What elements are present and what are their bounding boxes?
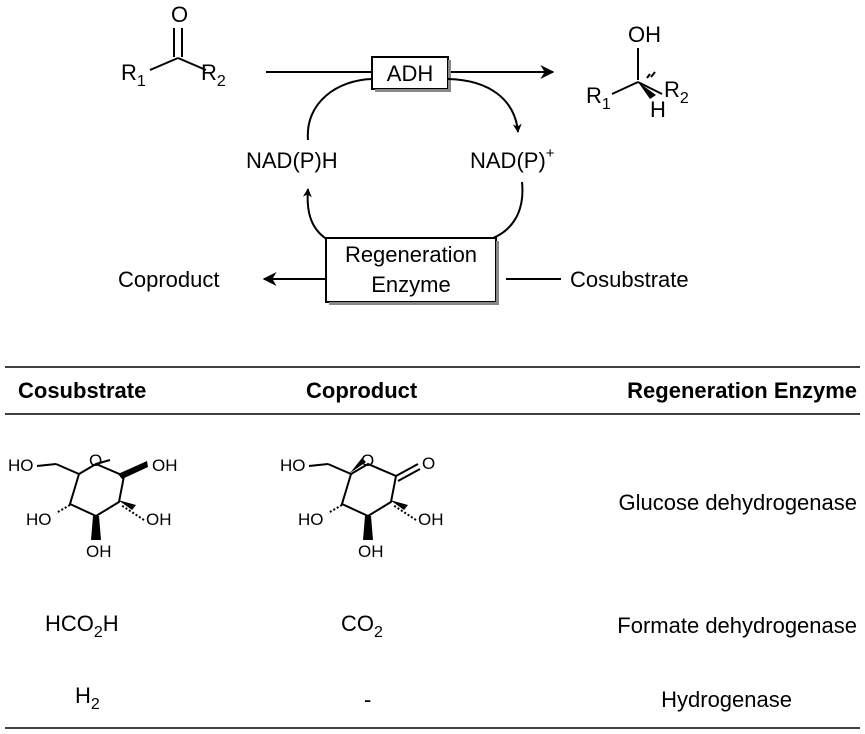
glucose-ho-top: HO bbox=[8, 456, 34, 475]
alcohol-r1: R1 bbox=[586, 83, 611, 113]
glucose-oh-right: OH bbox=[146, 510, 172, 529]
ketone-r2: R2 bbox=[201, 60, 226, 90]
row1-enzyme: Glucose dehydrogenase bbox=[619, 490, 858, 515]
lactone-oh-right: OH bbox=[418, 510, 444, 529]
glucose-ho-left: HO bbox=[26, 510, 52, 529]
lactone-oh-bottom: OH bbox=[358, 542, 384, 561]
nadph-label: NAD(P)H bbox=[246, 148, 338, 173]
cycle-arc-top-right bbox=[447, 78, 522, 133]
cycle-arc-bottom-left bbox=[302, 188, 329, 241]
lactone-ho-left: HO bbox=[298, 510, 324, 529]
cosubstrate-label: Cosubstrate bbox=[570, 267, 689, 292]
row3-cosubstrate: H2 bbox=[75, 683, 100, 713]
row2-cosubstrate: HCO2H bbox=[45, 611, 119, 641]
ketone-r1: R1 bbox=[121, 60, 146, 90]
regen-line1: Regeneration bbox=[345, 242, 477, 267]
header-cosubstrate: Cosubstrate bbox=[18, 378, 146, 403]
header-coproduct: Coproduct bbox=[306, 378, 418, 403]
regeneration-enzyme-box: Regeneration Enzyme bbox=[325, 237, 499, 305]
lactone-ring-o: O bbox=[361, 451, 374, 470]
gluconolactone-structure: HO O O HO OH OH bbox=[280, 451, 444, 561]
cycle-arc-top-left bbox=[306, 78, 373, 141]
row3-coproduct: - bbox=[364, 687, 371, 712]
lactone-ho-top: HO bbox=[280, 456, 306, 475]
ketone-oxygen: O bbox=[171, 2, 188, 27]
glucose-structure: HO O OH HO OH OH bbox=[8, 451, 178, 561]
adh-label: ADH bbox=[387, 61, 433, 86]
alcohol-oh: OH bbox=[628, 22, 661, 47]
alcohol-r2: R2 bbox=[664, 77, 689, 107]
alcohol-h: H bbox=[650, 97, 666, 122]
coproduct-label: Coproduct bbox=[118, 267, 220, 292]
lactone-carbonyl-o: O bbox=[422, 454, 435, 473]
cycle-arc-bottom-right bbox=[492, 181, 524, 239]
glucose-ring-o: O bbox=[89, 451, 102, 470]
row3-enzyme: Hydrogenase bbox=[661, 687, 792, 712]
adh-box: ADH bbox=[371, 56, 451, 92]
glucose-oh-anomeric: OH bbox=[152, 456, 178, 475]
row2-coproduct: CO2 bbox=[341, 611, 383, 641]
row2-enzyme: Formate dehydrogenase bbox=[617, 613, 857, 638]
glucose-oh-bottom: OH bbox=[86, 542, 112, 561]
regen-line2: Enzyme bbox=[371, 272, 450, 297]
alcohol-structure: OH R1 R2 H bbox=[586, 22, 689, 122]
nadp-label: NAD(P)+ bbox=[470, 145, 555, 173]
ketone-structure: O R1 R2 bbox=[121, 2, 226, 90]
header-regeneration-enzyme: Regeneration Enzyme bbox=[627, 378, 857, 403]
